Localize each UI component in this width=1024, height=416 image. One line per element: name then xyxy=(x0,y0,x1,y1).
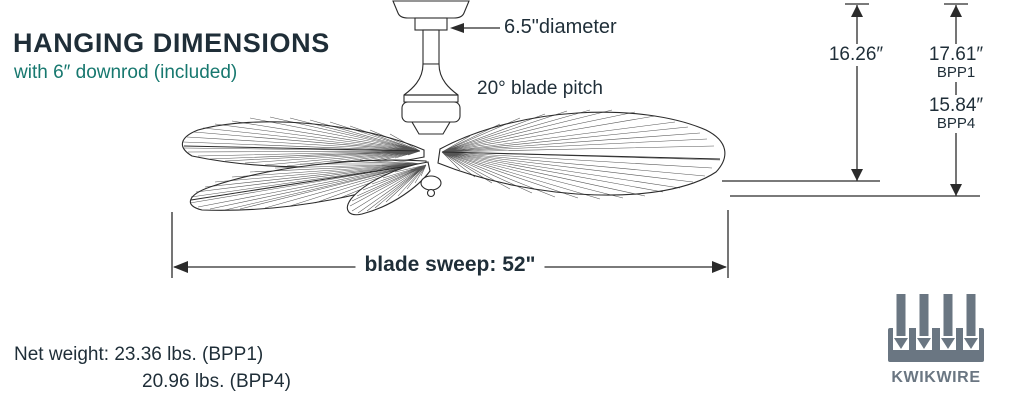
dimension-value: 16.26″ xyxy=(828,44,884,65)
page-subtitle: with 6″ downrod (included) xyxy=(14,62,238,83)
dimension-value: 15.84″ xyxy=(928,95,984,116)
dimension-downrod-height: 16.26″ xyxy=(824,44,888,66)
kwikwire-logo-icon xyxy=(888,294,984,362)
downrod-height-dimension xyxy=(722,3,880,182)
blade-left-upper xyxy=(182,116,425,168)
diameter-arrow xyxy=(450,23,500,33)
downrod xyxy=(422,29,440,65)
kwikwire-logo-text: KWIKWIRE xyxy=(891,369,981,386)
dimension-variant: BPP1 xyxy=(936,63,976,81)
blade-pitch-label: 20° blade pitch xyxy=(477,78,603,99)
net-weight-line2: 20.96 lbs. (BPP4) xyxy=(142,371,291,392)
dimension-bpp1-height: 17.61″ BPP1 xyxy=(924,44,988,82)
finial xyxy=(420,175,442,198)
blade-front xyxy=(346,161,431,216)
net-weight-line1: Net weight: 23.36 lbs. (BPP1) xyxy=(14,344,264,365)
fan-illustration xyxy=(182,0,726,216)
dimension-value: 17.61″ xyxy=(928,44,984,65)
blade-right xyxy=(437,109,726,200)
dimension-bpp4-height: 15.84″ BPP4 xyxy=(924,95,988,133)
blade-sweep-label: blade sweep: 52" xyxy=(355,253,545,277)
dimension-variant: BPP4 xyxy=(936,114,976,132)
canopy xyxy=(392,0,470,31)
page-title: HANGING DIMENSIONS xyxy=(13,28,330,58)
diameter-label: 6.5"diameter xyxy=(504,16,617,38)
motor-housing xyxy=(401,63,461,135)
